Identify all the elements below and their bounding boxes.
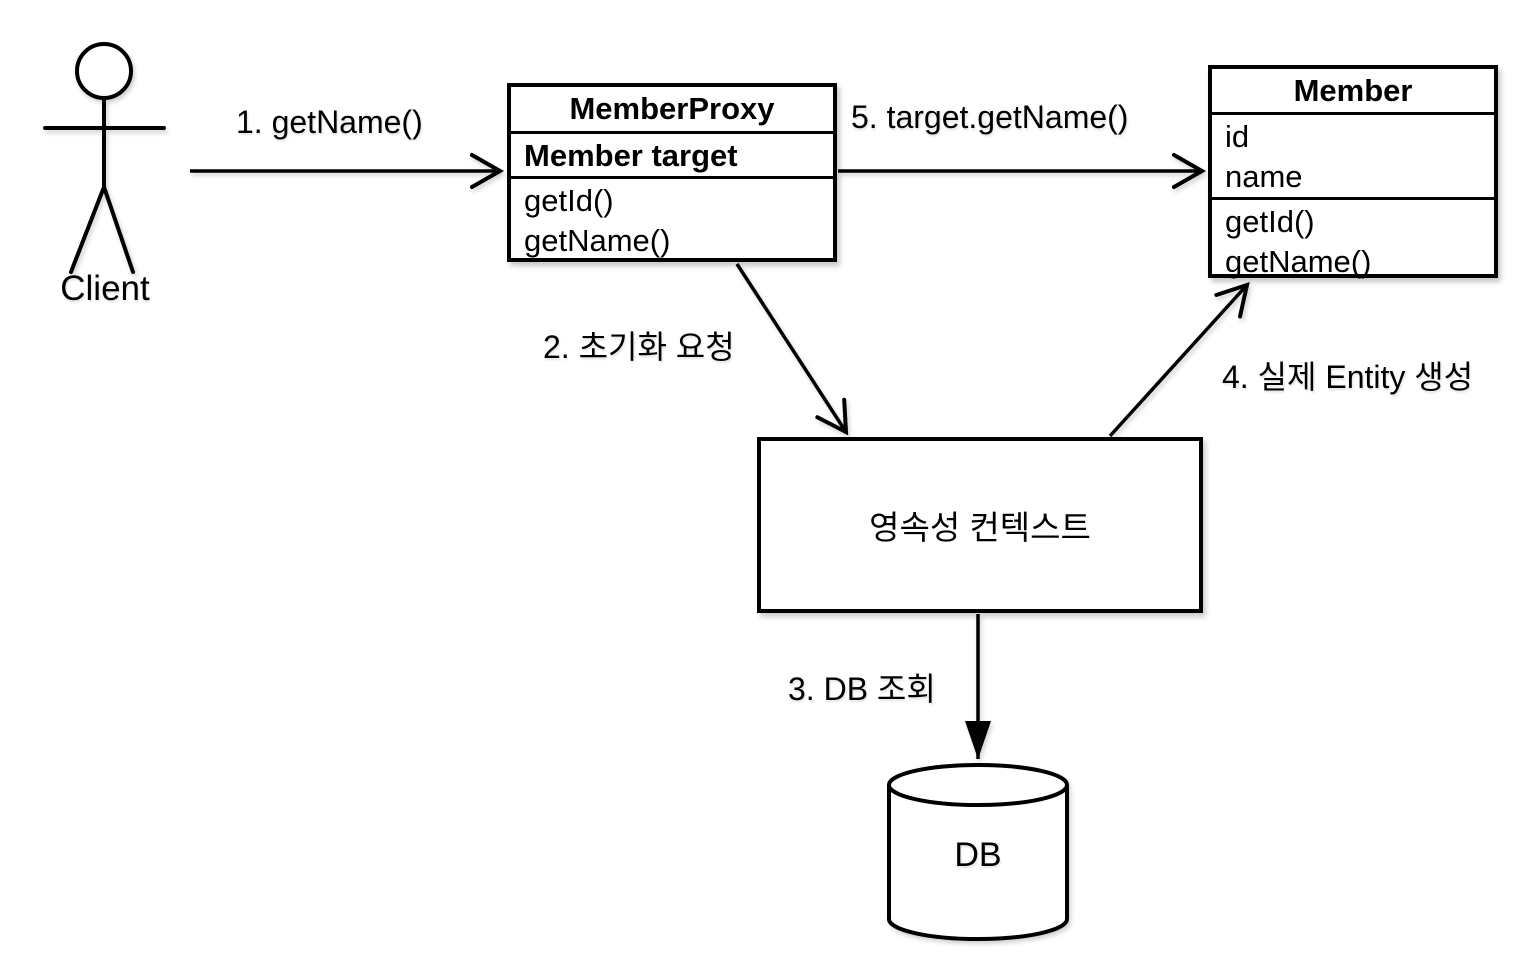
edge-2-label: 2. 초기화 요청 — [543, 329, 735, 365]
actor-head — [75, 42, 133, 100]
actor-label: Client — [60, 269, 150, 308]
class-methods-member: getId() getName() — [1212, 197, 1494, 282]
actor-figure-icon — [43, 42, 166, 274]
class-title-member-proxy: MemberProxy — [569, 91, 775, 126]
database-body — [887, 785, 1069, 941]
class-box-member: Member id name getId() getName() — [1208, 65, 1498, 279]
class-fields-member-proxy: Member target — [511, 131, 833, 176]
edge-2-arrow — [735, 263, 849, 436]
class-field: Member target — [524, 138, 738, 173]
db-label: DB — [954, 836, 1002, 874]
edge-3-label: 3. DB 조회 — [788, 671, 936, 707]
edge-5-label: 5. target.getName() — [851, 99, 1129, 135]
persistence-context-box: 영속성 컨텍스트 — [757, 437, 1203, 613]
actor-leg-right — [102, 185, 135, 274]
class-method: getId() — [524, 183, 614, 218]
edge-4-arrow — [1108, 282, 1250, 438]
class-method: getName() — [524, 223, 671, 258]
edge-1-label: 1. getName() — [236, 104, 423, 140]
actor-leg-left — [69, 185, 106, 274]
persistence-context-label: 영속성 컨텍스트 — [869, 509, 1091, 546]
class-field: name — [1225, 159, 1303, 194]
edge-4-label: 4. 실제 Entity 생성 — [1222, 359, 1474, 395]
class-fields-member: id name — [1212, 112, 1494, 197]
class-method: getName() — [1225, 244, 1372, 279]
class-method: getId() — [1225, 204, 1315, 239]
database-top — [887, 763, 1069, 807]
class-field: id — [1225, 119, 1250, 154]
class-title-member: Member — [1293, 72, 1413, 108]
class-box-member-proxy: MemberProxy Member target getId() getNam… — [507, 83, 837, 262]
database-cylinder-icon — [887, 763, 1069, 941]
class-methods-member-proxy: getId() getName() — [511, 176, 833, 261]
